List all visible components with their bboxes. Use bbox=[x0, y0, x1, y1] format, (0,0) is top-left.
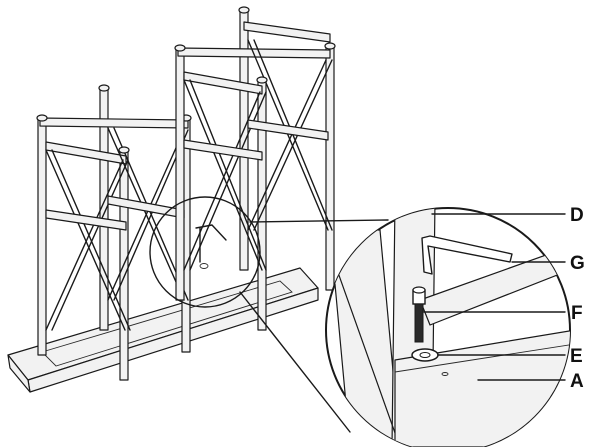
callout-letter-d: D bbox=[570, 205, 584, 226]
callout-e: E bbox=[437, 346, 583, 367]
base-frame bbox=[7, 267, 319, 393]
callout-letter-g: G bbox=[570, 253, 585, 274]
callout-letter-e: E bbox=[570, 346, 583, 367]
magnified-detail bbox=[325, 207, 571, 447]
callout-d: D bbox=[431, 205, 584, 226]
callouts: D G F E A bbox=[423, 205, 585, 392]
callout-g: G bbox=[511, 253, 585, 274]
front-x-frame bbox=[36, 84, 192, 381]
callout-a: A bbox=[477, 371, 584, 392]
rear-x-frame bbox=[174, 6, 336, 331]
detail-indicator-circle bbox=[149, 196, 261, 308]
magnifier-leader-bottom bbox=[239, 291, 351, 433]
callout-letter-a: A bbox=[570, 371, 584, 392]
magnifier-leader-top bbox=[249, 219, 389, 223]
callout-f: F bbox=[423, 303, 583, 324]
callout-letter-f: F bbox=[571, 303, 583, 324]
